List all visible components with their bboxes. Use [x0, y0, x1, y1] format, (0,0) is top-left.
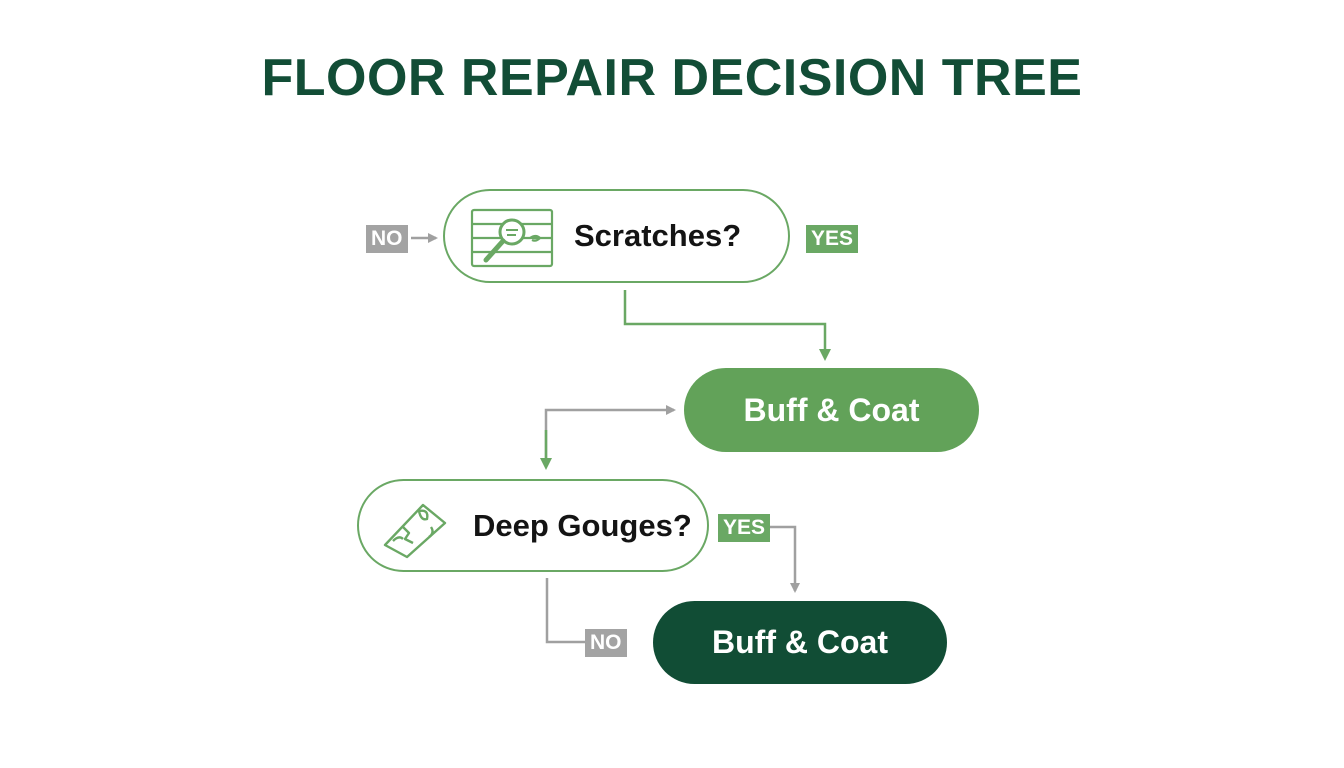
- gouges-no-connector: [545, 578, 586, 644]
- scratches-to-buff-connector: [623, 290, 831, 361]
- buff-coat-action-dark[interactable]: Buff & Coat: [653, 601, 947, 684]
- buff-coat-action-light[interactable]: Buff & Coat: [684, 368, 979, 452]
- no-tag-gouges: NO: [585, 629, 627, 657]
- scratches-label: Scratches?: [574, 218, 742, 253]
- buff-to-gouges-connector: [544, 405, 676, 466]
- buff-coat-dark-label: Buff & Coat: [712, 624, 888, 660]
- yes-tag-scratches: YES: [806, 225, 859, 253]
- deep-gouges-decision-node[interactable]: Deep Gouges?: [357, 479, 709, 572]
- magnifier-on-floorboard-icon: [470, 208, 554, 268]
- no-tag-entry: NO: [366, 225, 408, 253]
- gouges-yes-connector: [770, 525, 800, 593]
- scratches-decision-node[interactable]: Scratches?: [443, 189, 790, 283]
- yes-tag-gouges: YES: [718, 514, 771, 542]
- page-title: FLOOR REPAIR DECISION TREE: [261, 49, 1083, 107]
- cracked-plank-icon: [383, 503, 447, 559]
- buff-coat-light-label: Buff & Coat: [743, 391, 920, 428]
- deep-gouges-label: Deep Gouges?: [473, 507, 692, 543]
